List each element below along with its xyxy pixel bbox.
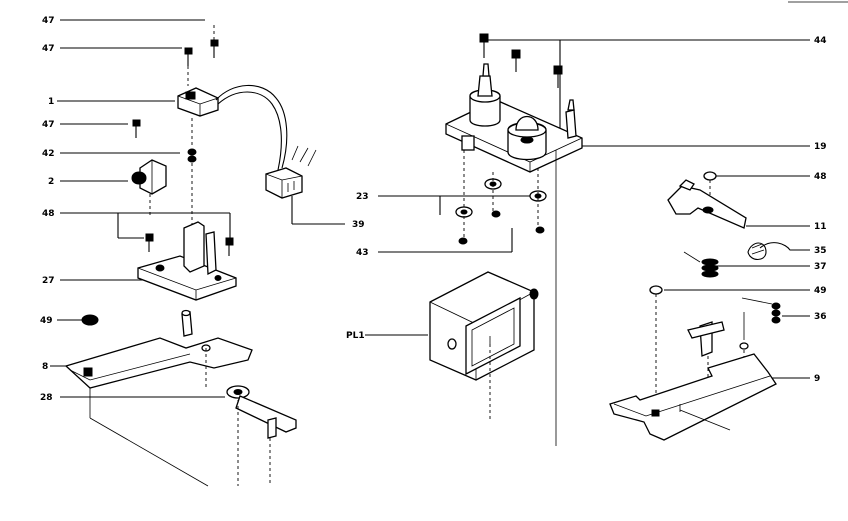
washer-part-49	[81, 314, 99, 326]
construction-line-left-2	[89, 417, 209, 487]
callout-23: 23	[356, 192, 369, 202]
screw-47-lower	[132, 119, 141, 138]
left-callout-labels: 47 47 1 47 42 2 48 27 49 8 28 39	[40, 16, 365, 403]
transformer-part-pl1	[429, 271, 539, 420]
center-callout-labels: 44 19 23 43 PL1	[346, 36, 827, 341]
callout-8: 8	[42, 362, 48, 372]
washer-part-49-right	[649, 285, 663, 410]
callout-48: 48	[42, 209, 55, 219]
bracket-part-2	[131, 159, 167, 216]
sensor-part-1	[177, 84, 317, 171]
callout-37: 37	[814, 262, 827, 272]
callout-pl1: PL1	[346, 331, 365, 341]
callout-47-a: 47	[42, 16, 55, 26]
base-plate-part-8	[64, 309, 253, 389]
callout-28: 28	[40, 393, 53, 403]
callout-49-right: 49	[814, 286, 827, 296]
callout-1: 1	[48, 97, 54, 107]
callout-35: 35	[814, 246, 827, 256]
screws-part-48	[145, 233, 234, 256]
screws-part-44	[479, 33, 563, 88]
washers-part-43	[458, 210, 545, 245]
motor-plate-part-19	[445, 63, 583, 173]
callout-49: 49	[40, 316, 53, 326]
callout-42: 42	[42, 149, 55, 159]
callout-43: 43	[356, 248, 369, 258]
washers-part-23	[455, 178, 547, 218]
screw-47-top	[210, 25, 219, 58]
callout-11: 11	[814, 222, 827, 232]
leader-lines-right	[664, 175, 810, 379]
center-dashed-guides	[463, 150, 539, 241]
callout-39: 39	[352, 220, 365, 230]
screw-47-middle	[184, 47, 193, 86]
arm-part-28	[226, 385, 297, 486]
construction-line-right	[679, 409, 731, 431]
lever-part-11	[667, 179, 747, 229]
washer-part-42	[187, 118, 197, 225]
callout-27: 27	[42, 276, 55, 286]
posts-part-9	[687, 321, 749, 392]
spring-part-37	[683, 251, 719, 278]
spring-part-36	[741, 297, 781, 340]
spring-part-35	[747, 242, 767, 261]
leader-lines-center	[365, 39, 810, 336]
callout-47-c: 47	[42, 120, 55, 130]
right-callout-labels: 48 11 35 37 49 36 9	[814, 172, 827, 384]
callout-2: 2	[48, 177, 54, 187]
connector-part-39	[265, 167, 345, 225]
callout-19: 19	[814, 142, 827, 152]
plate-part-27	[137, 221, 237, 301]
callout-48-right: 48	[814, 172, 827, 182]
callout-36: 36	[814, 312, 827, 322]
leader-lines-left	[50, 19, 231, 398]
callout-47-b: 47	[42, 44, 55, 54]
base-plate-part-9	[609, 353, 777, 441]
callout-44: 44	[814, 36, 827, 46]
callout-9: 9	[814, 374, 820, 384]
